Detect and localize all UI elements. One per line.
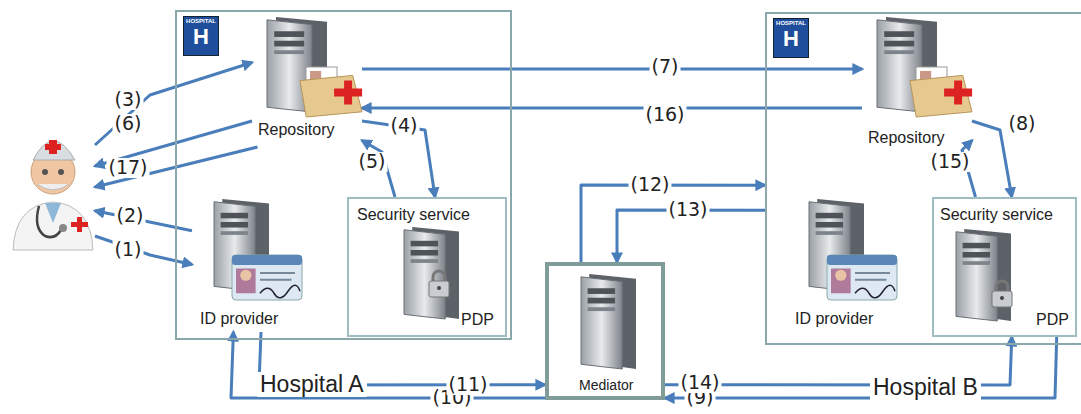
repository-server: Repository: [252, 17, 362, 147]
step-number: (2): [115, 206, 146, 226]
node-label: PDP: [461, 311, 494, 329]
step-number: (15): [928, 152, 971, 172]
step-number: (17): [106, 158, 149, 178]
node-label: Hospital A: [257, 372, 367, 397]
sign-letter: H: [774, 27, 808, 51]
repository-server: Repository: [862, 17, 972, 147]
doctor-figure: [5, 110, 95, 250]
flow-arrow: [581, 185, 765, 262]
id-provider-server: ID provider: [787, 197, 902, 332]
step-number: (16): [643, 105, 686, 125]
step-number: (8): [1007, 114, 1038, 134]
step-number: (3): [113, 90, 144, 110]
security-service-box: Security servicePDP: [347, 197, 507, 337]
sign-text: HOSPITAL: [184, 18, 218, 25]
sign-text: HOSPITAL: [774, 20, 808, 27]
id-provider-server: ID provider: [192, 197, 307, 332]
flow-arrow: [95, 63, 252, 146]
node-icon: [5, 110, 95, 250]
node-label: Hospital B: [870, 375, 981, 400]
node-label: ID provider: [200, 310, 278, 328]
flow-arrow: [362, 107, 862, 110]
step-number: (11): [446, 375, 489, 395]
sign-letter: H: [184, 25, 218, 49]
node-label: Repository: [258, 121, 334, 139]
step-number: (7): [650, 57, 681, 77]
node-label: PDP: [1036, 311, 1069, 329]
step-number: (1): [113, 240, 144, 260]
node-label: Mediator: [579, 378, 633, 393]
node-label: Repository: [868, 129, 944, 147]
step-number: (13): [666, 200, 709, 220]
flow-arrow: [665, 337, 1057, 398]
step-number: (12): [628, 175, 671, 195]
flow-arrow: [231, 332, 545, 398]
step-number: (6): [113, 114, 144, 134]
hospital-region: Hospital BRepositorySecurity servicePDPI…: [765, 12, 1081, 345]
hospital-sign: HOSPITALH: [773, 18, 809, 58]
node-label: Security service: [357, 206, 470, 224]
flow-arrow: [362, 68, 862, 71]
node-label: ID provider: [795, 310, 873, 328]
step-number: (4): [389, 116, 420, 136]
mediator-box: Mediator: [545, 262, 665, 400]
node-label: Security service: [940, 206, 1053, 224]
security-service-box: Security servicePDP: [932, 197, 1077, 337]
step-number: (5): [357, 152, 388, 172]
node-icon: [862, 17, 972, 147]
flow-arrow: [95, 236, 192, 265]
hospital-sign: HOSPITALH: [183, 16, 219, 56]
step-number: (14): [678, 373, 721, 393]
hospital-region: Hospital ARepositorySecurity servicePDPI…: [175, 10, 512, 340]
